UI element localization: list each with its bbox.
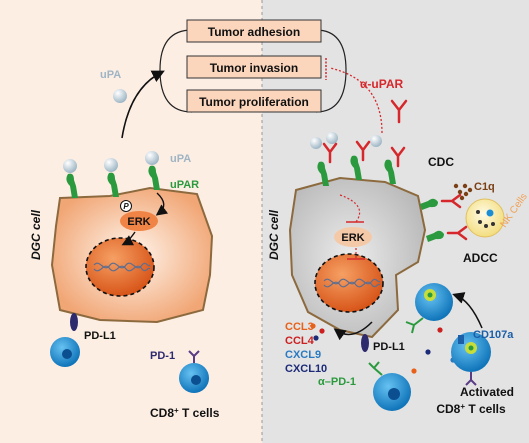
process-invasion: Tumor invasion <box>210 61 298 75</box>
dgc-label-right: DGC cell <box>267 209 281 260</box>
cd107a-label: CD107a <box>473 329 514 341</box>
pdl1-right-label: PD-L1 <box>373 341 405 353</box>
erk-right <box>334 227 372 247</box>
c1q-dots <box>453 183 473 201</box>
pd1-label: PD-1 <box>150 350 175 362</box>
upar-receptors-right <box>310 132 444 242</box>
phospho-label: P <box>123 202 129 211</box>
inhibition-line <box>329 67 383 134</box>
activated-label-1: Activated <box>460 385 514 399</box>
cytokine-ccl4: CCL4 <box>285 335 315 347</box>
pdl1-right <box>361 334 369 352</box>
upa-ball-free <box>113 89 127 103</box>
anti-upar-antibody <box>390 99 408 124</box>
cytokine-cxcl9: CXCL9 <box>285 349 321 361</box>
cytokine-ccl3: CCL3 <box>285 321 314 333</box>
nk-cell <box>465 198 505 238</box>
cytokine-cxcl10: CXCL10 <box>285 363 327 375</box>
upa-on-cell-label: uPA <box>170 153 191 165</box>
pdl1-left-label: PD-L1 <box>84 330 116 342</box>
anti-upar-label: α-uPAR <box>360 77 403 91</box>
upa-label: uPA <box>100 69 121 81</box>
adcc-label: ADCC <box>463 251 498 265</box>
cd8-left-label: CD8+ T cells <box>150 406 220 420</box>
upar-receptors-left <box>63 151 160 198</box>
process-proliferation: Tumor proliferation <box>199 95 309 109</box>
erk-left-label: ERK <box>127 216 150 228</box>
dgc-label-left: DGC cell <box>29 209 43 260</box>
pdl1-left <box>70 313 78 331</box>
activated-label-2: CD8+ T cells <box>436 402 506 416</box>
anti-pd1-label: α–PD-1 <box>318 376 356 388</box>
cytokine-dots-near <box>310 323 325 341</box>
erk-left <box>120 211 158 231</box>
process-adhesion: Tumor adhesion <box>208 25 300 39</box>
erk-right-label: ERK <box>341 232 364 244</box>
box-adhesion <box>186 19 322 43</box>
process-group: Tumor adhesion Tumor invasion Tumor prol… <box>159 19 347 113</box>
box-invasion <box>186 55 322 79</box>
c1q-label: C1q <box>474 181 495 193</box>
tcell-activated-1 <box>415 283 453 321</box>
activation-arrow <box>121 70 165 139</box>
upar-label: uPAR <box>170 179 199 191</box>
cdc-label: CDC <box>428 155 454 169</box>
box-proliferation <box>186 89 322 113</box>
anti-upar-bound <box>322 140 468 241</box>
